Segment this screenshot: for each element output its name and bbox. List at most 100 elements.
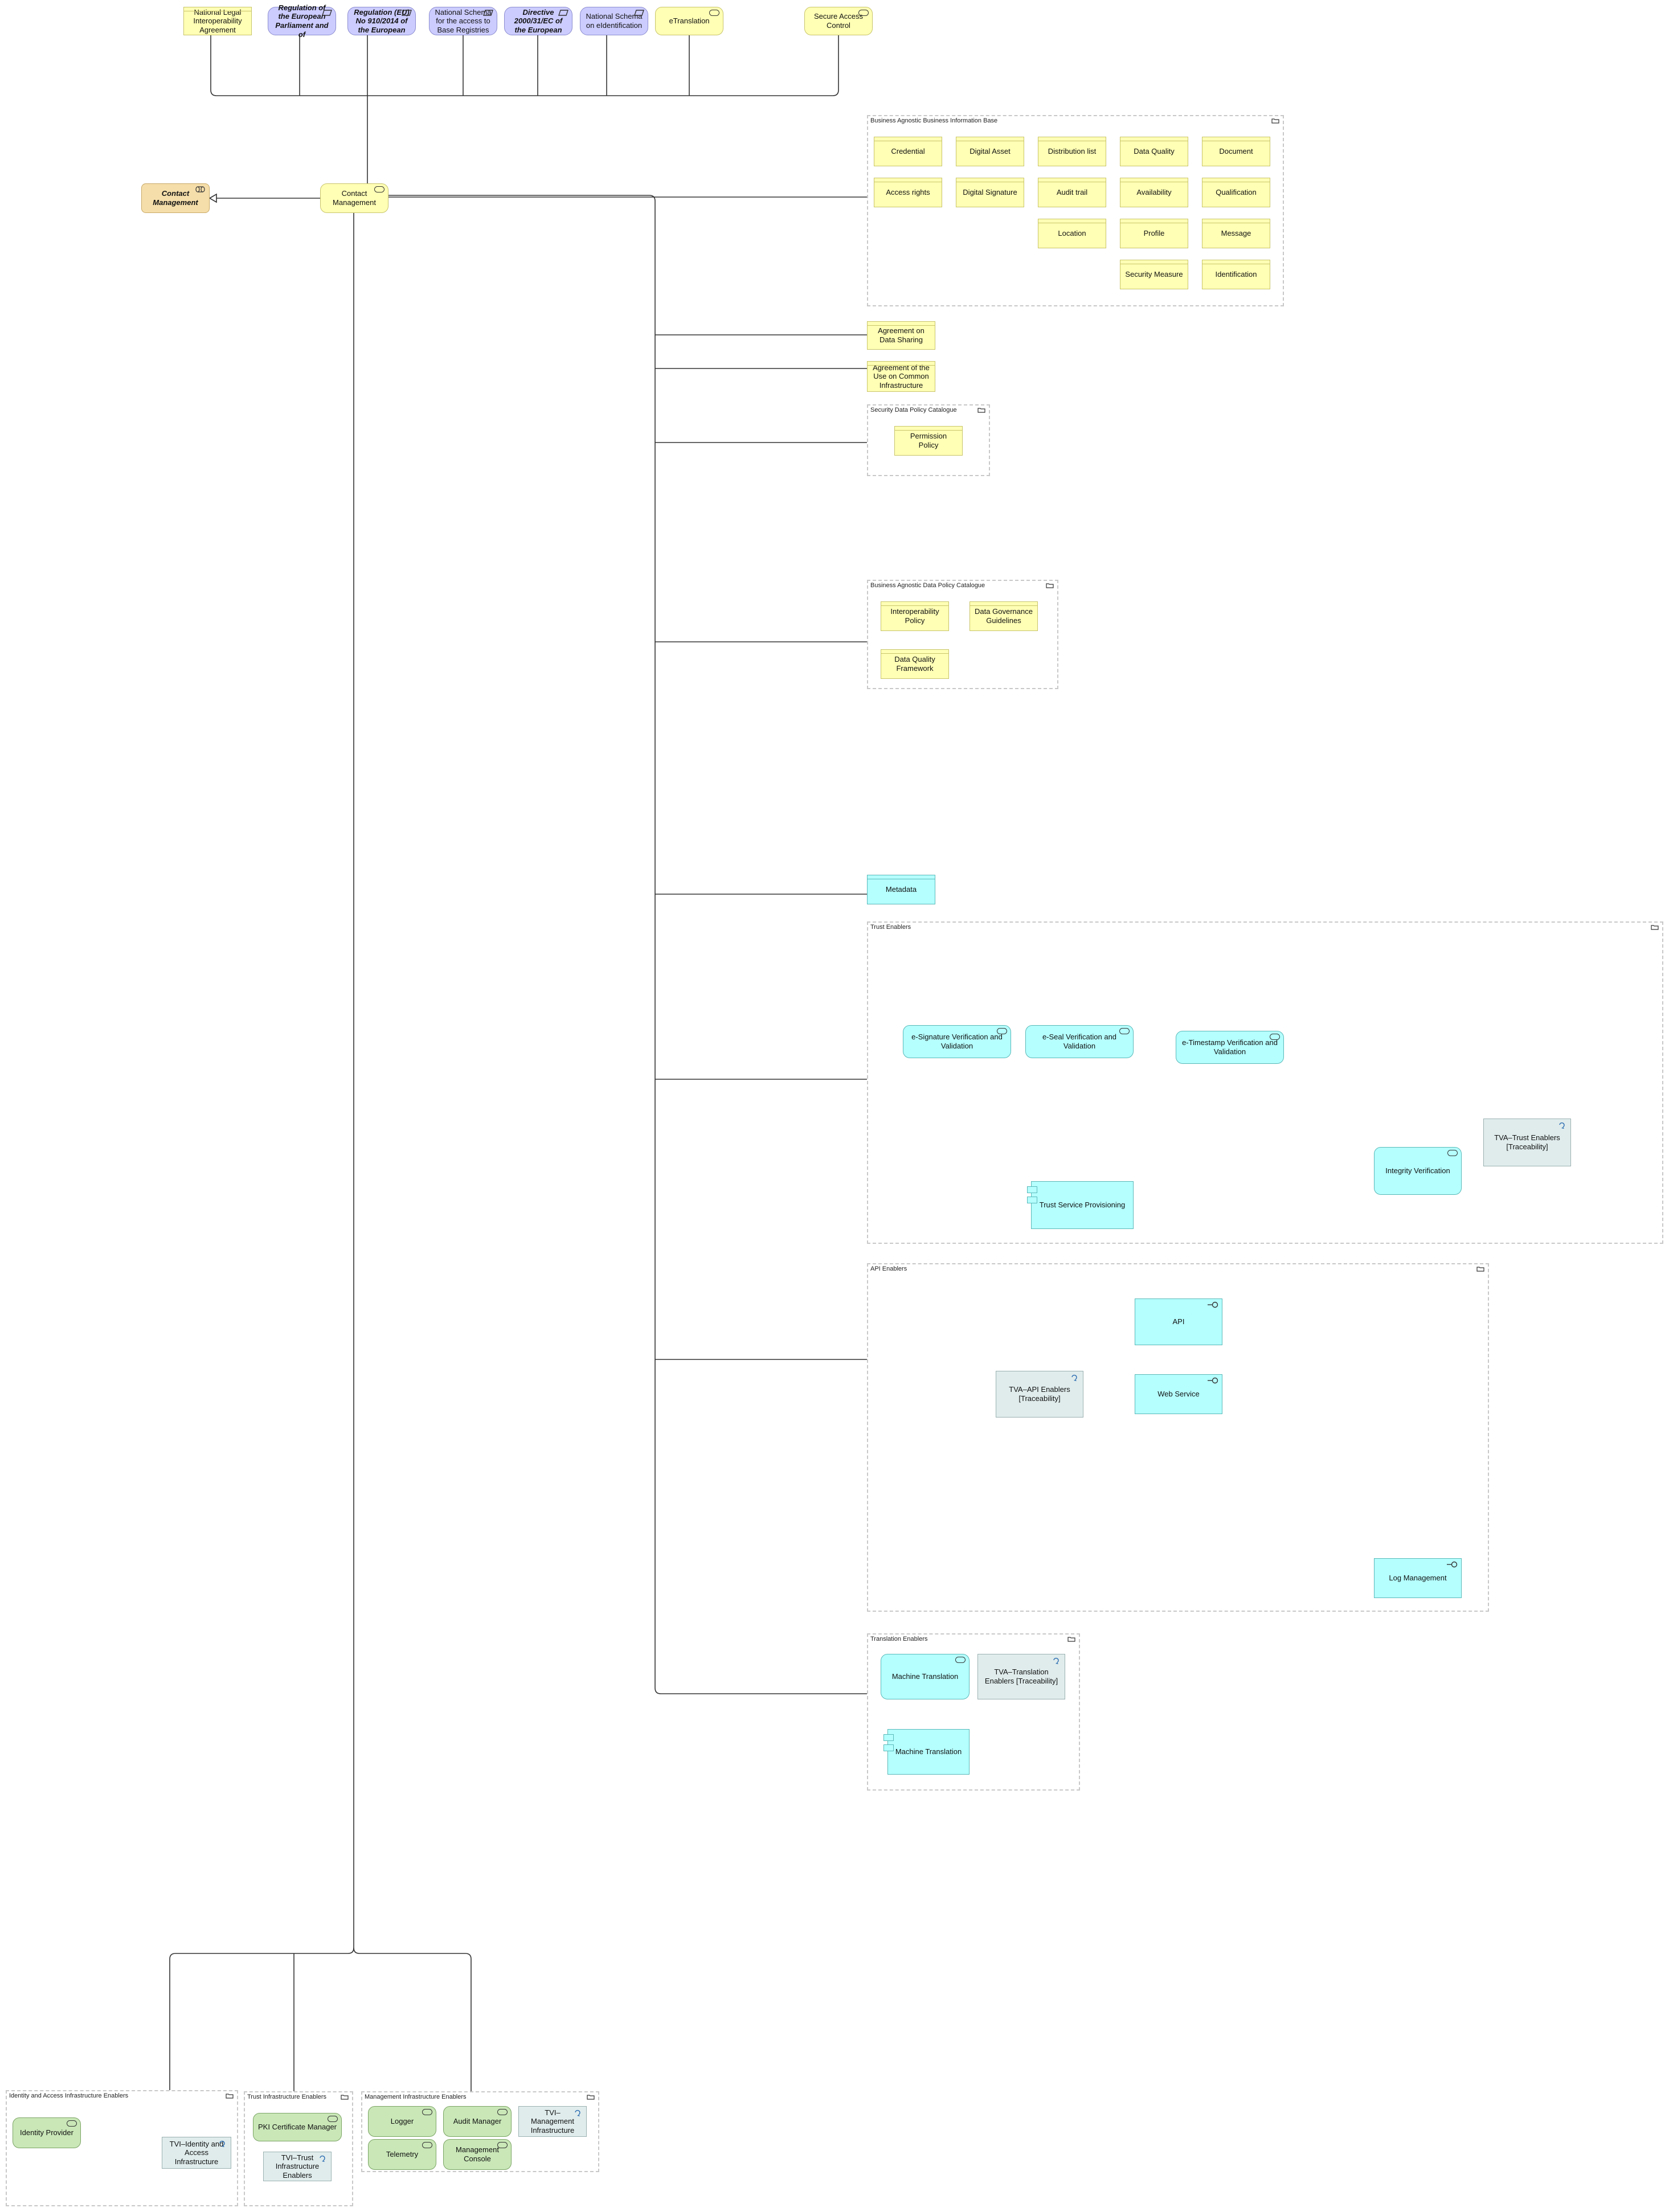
logger-service[interactable]: Logger — [368, 2106, 436, 2137]
service-icon — [67, 2120, 77, 2127]
service-icon — [422, 2142, 432, 2148]
node-label: TVI–Identity and Access Infrastructure — [169, 2139, 224, 2166]
object-identification[interactable]: Identification — [1202, 260, 1270, 289]
trust-infrastructure-enablers-group[interactable]: Trust Infrastructure Enablers — [244, 2091, 353, 2206]
object-digital-asset[interactable]: Digital Asset — [956, 137, 1024, 166]
trust-enablers-group[interactable]: Trust Enablers — [867, 921, 1663, 1244]
etimestamp-verification-service[interactable]: e-Timestamp Verification and Validation — [1176, 1031, 1284, 1064]
node-label: Audit trail — [1056, 188, 1088, 197]
object-document[interactable]: Document — [1202, 137, 1270, 166]
object-audit-trail[interactable]: Audit trail — [1038, 178, 1106, 207]
integrity-verification-service[interactable]: Integrity Verification — [1374, 1147, 1462, 1195]
node-label: Logger — [390, 2117, 414, 2126]
node-label: Interoperability Policy — [890, 607, 939, 625]
work-package-icon — [1559, 1122, 1565, 1129]
object-message[interactable]: Message — [1202, 219, 1270, 248]
group-title: Management Infrastructure Enablers — [365, 2094, 467, 2100]
tva-trust-enablers-package[interactable]: TVA–Trust Enablers [Traceability] — [1483, 1119, 1571, 1166]
etranslation-service-node[interactable]: eTranslation — [655, 7, 723, 35]
object-data-quality-framework[interactable]: Data Quality Framework — [881, 649, 949, 679]
node-label: Log Management — [1389, 1574, 1447, 1583]
object-distribution-list[interactable]: Distribution list — [1038, 137, 1106, 166]
esignature-verification-service[interactable]: e-Signature Verification and Validation — [903, 1025, 1011, 1058]
secure-access-control-node[interactable]: Secure Access Control — [804, 7, 873, 35]
node-label: Agreement of the Use on Common Infrastru… — [873, 363, 930, 390]
node-label: Telemetry — [386, 2150, 419, 2159]
node-label: Contact Management — [153, 189, 198, 207]
folder-icon — [1651, 925, 1659, 930]
object-credential[interactable]: Credential — [874, 137, 942, 166]
pki-certificate-manager-service[interactable]: PKI Certificate Manager — [253, 2113, 342, 2141]
agreement-common-infrastructure-node[interactable]: Agreement of the Use on Common Infrastru… — [867, 361, 935, 392]
tva-translation-enablers-package[interactable]: TVA–Translation Enablers [Traceability] — [977, 1654, 1065, 1699]
object-location[interactable]: Location — [1038, 219, 1106, 248]
node-label: TVI–Trust Infrastructure Enablers — [275, 2153, 320, 2180]
object-availability[interactable]: Availability — [1120, 178, 1188, 207]
trust-service-provisioning-component[interactable]: Trust Service Provisioning — [1027, 1181, 1134, 1229]
node-label: eTranslation — [669, 17, 710, 26]
object-data-quality[interactable]: Data Quality — [1120, 137, 1188, 166]
node-label: e-Timestamp Verification and Validation — [1182, 1038, 1278, 1056]
folder-icon — [1271, 118, 1279, 124]
node-label: Message — [1221, 229, 1251, 238]
object-security-measure[interactable]: Security Measure — [1120, 260, 1188, 289]
audit-manager-service[interactable]: Audit Manager — [443, 2106, 512, 2137]
node-label: Audit Manager — [453, 2117, 502, 2126]
node-label: Directive 2000/31/EC of the European — [514, 7, 563, 34]
group-title: Trust Enablers — [870, 924, 911, 931]
regulation-eu-parliament-node[interactable]: Regulation of the European Parliament an… — [268, 3, 336, 39]
node-label: Profile — [1143, 229, 1165, 238]
object-access-rights[interactable]: Access rights — [874, 178, 942, 207]
node-label: Qualification — [1216, 188, 1257, 197]
node-label: Digital Asset — [970, 147, 1011, 156]
folder-icon — [1046, 583, 1054, 588]
service-icon — [1119, 1028, 1130, 1034]
contact-management-role-node[interactable]: Contact Management — [141, 183, 210, 213]
folder-icon — [1067, 1637, 1075, 1642]
service-icon — [422, 2109, 432, 2115]
contact-management-service-node[interactable]: Contact Management — [320, 183, 388, 213]
tva-api-enablers-package[interactable]: TVA–API Enablers [Traceability] — [996, 1371, 1083, 1418]
folder-icon — [977, 408, 985, 413]
node-label: Agreement on Data Sharing — [878, 326, 925, 344]
tvi-identity-access-package[interactable]: TVI–Identity and Access Infrastructure — [162, 2137, 231, 2169]
object-qualification[interactable]: Qualification — [1202, 178, 1270, 207]
object-profile[interactable]: Profile — [1120, 219, 1188, 248]
parallelogram-icon — [558, 10, 568, 16]
node-label: e-Signature Verification and Validation — [911, 1033, 1003, 1050]
telemetry-service[interactable]: Telemetry — [368, 2139, 436, 2170]
object-metadata[interactable]: Metadata — [867, 875, 935, 904]
eseal-verification-service[interactable]: e-Seal Verification and Validation — [1025, 1025, 1134, 1058]
directive-2000-node[interactable]: Directive 2000/31/EC of the European — [504, 7, 572, 35]
log-management-interface[interactable]: Log Management — [1374, 1558, 1462, 1598]
node-label: Web Service — [1157, 1390, 1200, 1399]
object-digital-signature[interactable]: Digital Signature — [956, 178, 1024, 207]
object-permission-policy[interactable]: Permission Policy — [894, 426, 963, 456]
management-console-service[interactable]: Management Console — [443, 2139, 512, 2170]
group-title: Trust Infrastructure Enablers — [247, 2094, 326, 2100]
national-schema-eid-node[interactable]: National Schema on eIdentification — [580, 7, 648, 35]
parallelogram-icon — [483, 10, 493, 16]
api-interface[interactable]: API — [1135, 1298, 1222, 1345]
folder-icon — [341, 2095, 349, 2100]
node-label: Identity Provider — [20, 2128, 73, 2137]
node-label: Availability — [1136, 188, 1172, 197]
web-service-interface[interactable]: Web Service — [1135, 1374, 1222, 1414]
machine-translation-service[interactable]: Machine Translation — [881, 1654, 970, 1699]
object-data-governance-guidelines[interactable]: Data Governance Guidelines — [970, 601, 1038, 631]
regulation-910-node[interactable]: Regulation (EU) No 910/2014 of the Europ… — [347, 7, 416, 35]
national-schema-base-registries-node[interactable]: National Schema for the access to Base R… — [429, 7, 497, 35]
agreement-data-sharing-node[interactable]: Agreement on Data Sharing — [867, 321, 935, 350]
tvi-trust-infrastructure-package[interactable]: TVI–Trust Infrastructure Enablers — [263, 2152, 332, 2181]
identity-provider-service[interactable]: Identity Provider — [13, 2117, 81, 2148]
role-icon — [195, 186, 205, 192]
national-legal-agreement-node[interactable]: National Legal Interoperability Agreemen… — [183, 7, 252, 35]
work-package-icon — [575, 2109, 580, 2116]
object-interoperability-policy[interactable]: Interoperability Policy — [881, 601, 949, 631]
folder-icon — [1476, 1267, 1484, 1272]
service-icon — [497, 2109, 508, 2115]
folder-icon — [226, 2094, 234, 2099]
node-label: Integrity Verification — [1385, 1166, 1450, 1175]
tvi-management-infrastructure-package[interactable]: TVI–Management Infrastructure — [518, 2106, 587, 2137]
machine-translation-component[interactable]: Machine Translation — [883, 1729, 970, 1775]
